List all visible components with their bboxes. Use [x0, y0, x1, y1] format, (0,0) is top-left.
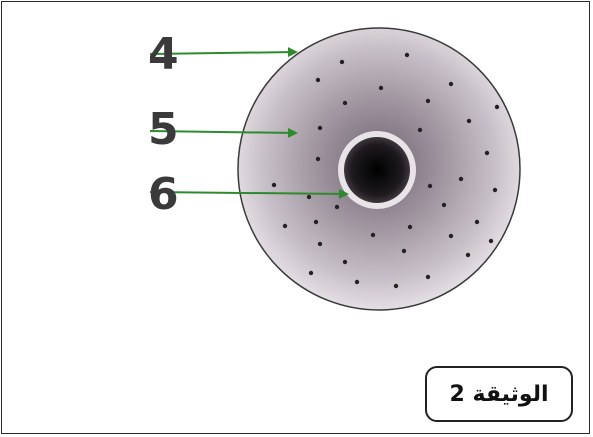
label-4: 4: [148, 29, 179, 80]
cytoplasm-granules: [271, 52, 500, 289]
arrow-6: [149, 188, 349, 199]
arrow-5: [149, 127, 298, 138]
label-6: 6: [148, 169, 179, 220]
arrow-4: [149, 47, 298, 58]
document-label: الوثيقة 2: [425, 366, 573, 422]
nucleus: [344, 137, 410, 203]
label-5: 5: [148, 104, 179, 155]
